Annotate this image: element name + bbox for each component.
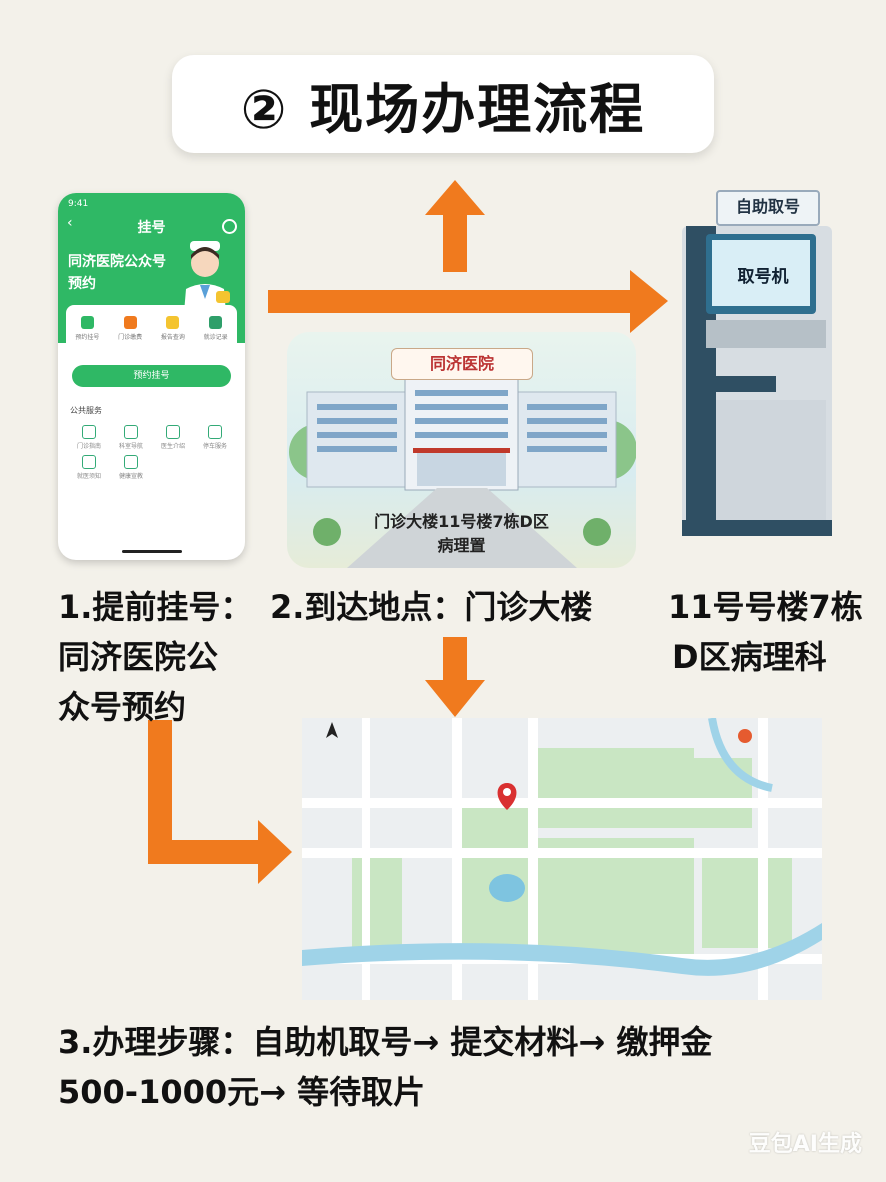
kiosk-screen-label: 取号机 <box>737 267 789 287</box>
arrow-elbow-icon <box>148 720 292 884</box>
hospital-label: 门诊大楼11号楼7栋D区 病理置 <box>287 510 636 558</box>
page-title: ② 现场办理流程 <box>240 77 646 141</box>
register-button[interactable]: 预约挂号 <box>72 365 231 387</box>
hospital-card: 同济医院 门诊大楼11号楼7栋D区 病理置 <box>287 332 636 568</box>
section-title: 公共服务 <box>70 406 102 415</box>
arrow-down-icon <box>425 637 485 717</box>
phone-mockup: 9:41 ‹ 挂号 同济医院公众号预约 预约挂号 门诊缴费 报告查询 就诊记录 … <box>58 193 245 560</box>
service-bar: 预约挂号 门诊缴费 报告查询 就诊记录 <box>66 305 237 351</box>
phone-banner: 同济医院公众号预约 <box>68 254 166 292</box>
ticket-kiosk: 自助取号 取号机 <box>676 190 840 540</box>
procedure-steps: 3.办理步骤：自助机取号→ 提交材料→ 缴押金 500-1000元→ 等待取片 <box>58 1017 858 1117</box>
step2-caption: 2.到达地点：门诊大楼 <box>270 588 593 626</box>
grid-item[interactable]: 停车服务 <box>194 425 236 455</box>
grid-item[interactable]: 门诊指南 <box>68 425 110 455</box>
home-indicator <box>122 550 182 553</box>
steps-line1: 3.办理步骤：自助机取号→ 提交材料→ 缴押金 <box>58 1023 713 1061</box>
location-map <box>302 718 822 1000</box>
step1-line2: 同济医院公 <box>58 638 219 676</box>
step1-caption: 1.提前挂号： 同济医院公 众号预约 <box>58 582 252 732</box>
kiosk-top-sign: 自助取号 <box>716 190 820 226</box>
back-icon[interactable]: ‹ <box>67 215 73 231</box>
status-time: 9:41 <box>68 199 89 209</box>
map-illustration <box>302 718 822 1000</box>
steps-line2: 500-1000元→ 等待取片 <box>58 1073 426 1111</box>
grid-item[interactable]: 医生介绍 <box>152 425 194 455</box>
arrow-up-icon <box>425 180 485 272</box>
grid-item[interactable]: 科室导航 <box>110 425 152 455</box>
hospital-label-line2: 病理置 <box>437 536 486 555</box>
service-item[interactable]: 门诊缴费 <box>112 315 148 341</box>
service-item[interactable]: 就诊记录 <box>198 315 234 341</box>
grid-item[interactable]: 就医须知 <box>68 455 110 485</box>
step3-caption: 11号号楼7栋 D区病理科 <box>668 582 863 682</box>
service-item[interactable]: 报告查询 <box>155 315 191 341</box>
arrow-right-icon <box>268 270 668 333</box>
kiosk-illustration <box>682 226 832 536</box>
step3-line2: D区病理科 <box>672 638 827 676</box>
step1-line1: 1.提前挂号： <box>58 588 253 626</box>
hospital-building-illustration <box>289 369 636 568</box>
grid-item[interactable]: 健康宣教 <box>110 455 152 485</box>
hospital-label-line1: 门诊大楼11号楼7栋D区 <box>374 512 549 531</box>
service-item[interactable]: 预约挂号 <box>69 315 105 341</box>
service-grid: 门诊指南 科室导航 医生介绍 停车服务 就医须知 健康宣教 <box>68 425 236 485</box>
title-card: ② 现场办理流程 <box>172 55 714 153</box>
phone-header-title: 挂号 <box>137 220 166 236</box>
step1-line3: 众号预约 <box>58 688 187 726</box>
menu-icon[interactable] <box>222 219 237 234</box>
step3-line1: 11号号楼7栋 <box>668 588 863 626</box>
hospital-sign: 同济医院 <box>391 348 533 380</box>
watermark: 豆包AI生成 <box>748 1132 862 1157</box>
